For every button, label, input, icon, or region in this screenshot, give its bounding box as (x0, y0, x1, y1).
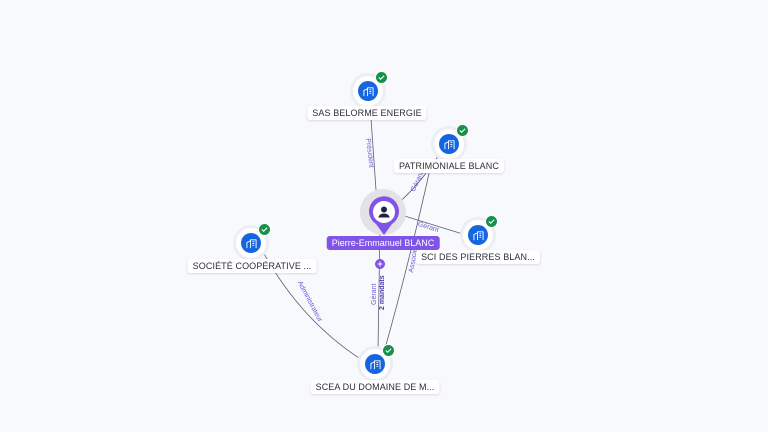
verified-check-icon (258, 223, 271, 236)
edge-gerant-sci (397, 213, 467, 236)
verified-check-icon (485, 215, 498, 228)
company-label[interactable]: SCEA DU DOMAINE DE M... (310, 380, 440, 394)
building-icon (468, 225, 488, 245)
verified-check-icon (375, 71, 388, 84)
company-node-sas-belorme[interactable] (353, 71, 388, 106)
company-node-patrimoniale-blanc[interactable] (434, 124, 469, 159)
person-node[interactable] (368, 196, 400, 236)
company-label[interactable]: PATRIMONIALE BLANC (394, 159, 504, 173)
edge-label-mandats: 2 mandats (379, 275, 386, 310)
expand-plus-button[interactable]: + (375, 259, 385, 269)
company-label[interactable]: SOCIÉTÉ COOPÉRATIVE ... (187, 259, 317, 273)
edge-label-gerant-scea: Gérant (371, 283, 378, 305)
building-icon (241, 233, 261, 253)
verified-check-icon (382, 344, 395, 357)
building-icon (358, 81, 378, 101)
company-node-scea-du-domaine[interactable] (360, 344, 395, 379)
verified-check-icon (456, 124, 469, 137)
company-node-sci-des-pierres[interactable] (463, 215, 498, 250)
person-label[interactable]: Pierre-Emmanuel BLANC (326, 236, 440, 250)
company-node-societe-cooperative[interactable] (236, 223, 271, 258)
building-icon (439, 134, 459, 154)
company-label[interactable]: SCI DES PIERRES BLAN... (416, 250, 540, 264)
edge-associe (383, 159, 433, 353)
person-icon (378, 206, 390, 218)
building-icon (365, 354, 385, 374)
company-label[interactable]: SAS BELORME ENERGIE (307, 106, 427, 120)
